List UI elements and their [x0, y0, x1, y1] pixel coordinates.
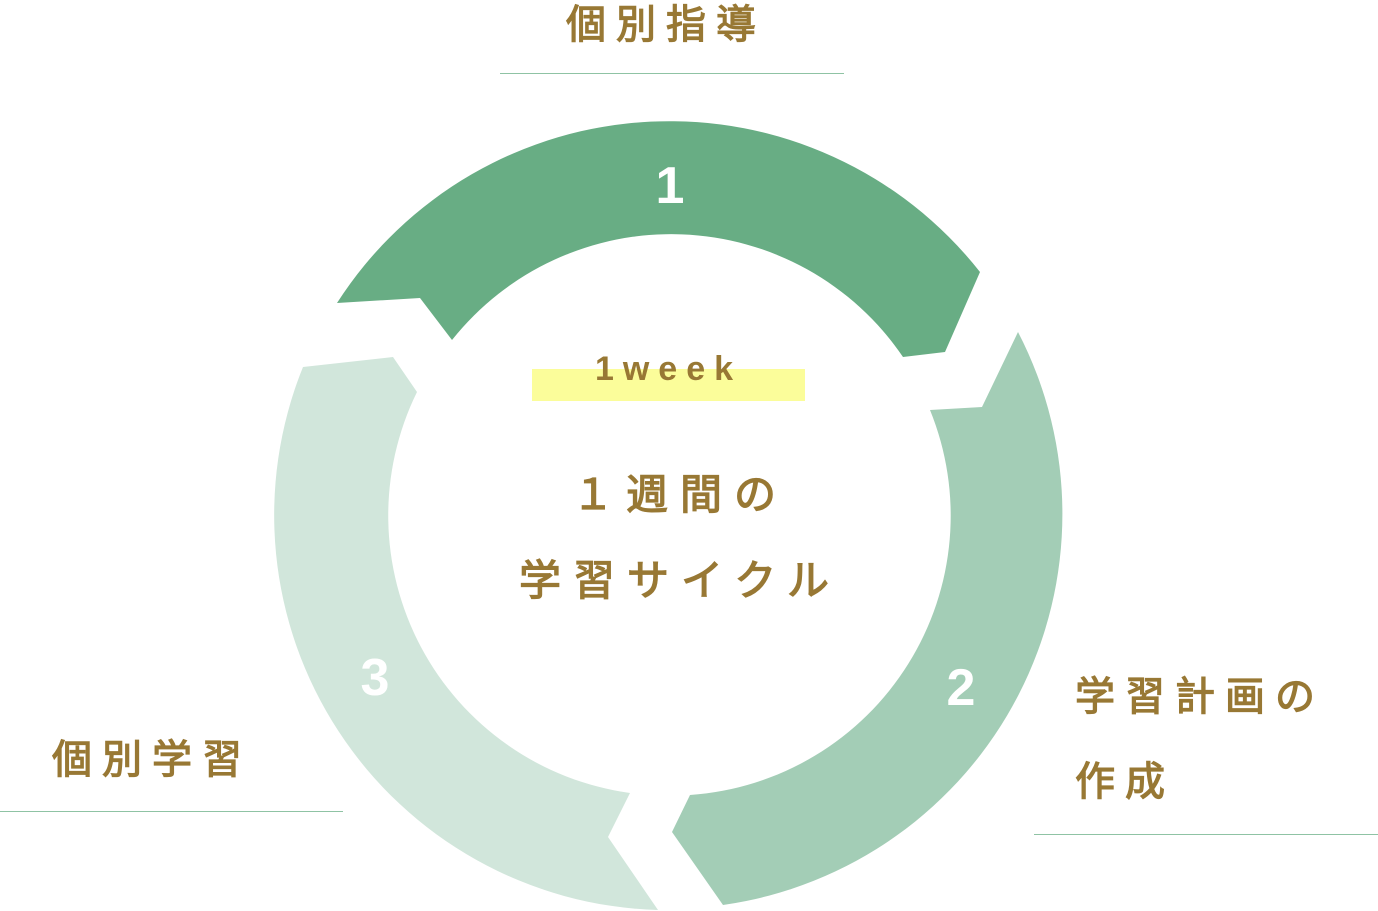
step-number-2: 2 — [946, 659, 976, 717]
step-1-label: 個別指導 — [566, 2, 766, 48]
center-title-line2: 学習サイクル — [519, 556, 841, 605]
center-title-line1: １週間の — [571, 470, 788, 519]
week-highlight — [532, 369, 805, 401]
step-2-underline — [1034, 834, 1378, 835]
step-number-3: 3 — [360, 649, 390, 707]
week-label: 1week — [594, 350, 743, 388]
cycle-segment-1 — [337, 121, 980, 357]
center-title: １週間の 学習サイクル — [470, 452, 890, 624]
step-3-underline — [0, 811, 343, 812]
step-2-label-line1: 学習計画の — [1075, 674, 1325, 720]
cycle-segment-3 — [274, 357, 658, 910]
step-1-underline — [500, 73, 844, 74]
step-number-1: 1 — [655, 157, 685, 215]
step-3-label: 個別学習 — [52, 737, 252, 783]
step-2-label-line2: 作成 — [1075, 759, 1175, 805]
cycle-segment-2 — [672, 332, 1063, 905]
